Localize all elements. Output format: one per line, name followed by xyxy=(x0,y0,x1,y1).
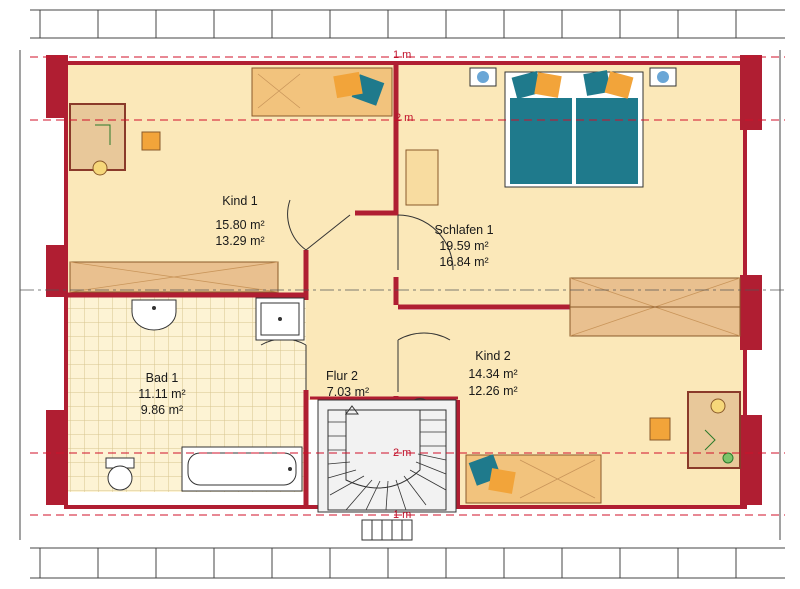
wardrobe-icon xyxy=(569,277,741,337)
flur2-floor xyxy=(306,215,398,400)
toilet-icon xyxy=(105,457,135,491)
svg-text:15.80 m²: 15.80 m² xyxy=(215,218,264,232)
height-label-bottom: 1 m xyxy=(393,509,411,521)
dresser xyxy=(405,149,439,206)
room-label-bad1: Bad 1 11.11 m² 9.86 m² xyxy=(138,371,185,417)
bathtub-icon xyxy=(181,446,303,492)
height-lines xyxy=(30,56,785,516)
roof-grid xyxy=(19,9,785,579)
door-icon xyxy=(260,199,454,405)
room-label-kind2: Kind 2 14.34 m² 12.26 m² xyxy=(468,349,517,398)
nightstand-icon xyxy=(469,67,677,87)
bed-icon xyxy=(504,70,644,188)
svg-text:12.26 m²: 12.26 m² xyxy=(468,384,517,398)
height-label-top: 1 m xyxy=(393,49,411,61)
svg-text:11.11 m²: 11.11 m² xyxy=(138,387,185,401)
room-label-schlafen1: Schlafen 1 19.59 m² 16.84 m² xyxy=(434,223,493,269)
bed-icon xyxy=(465,454,602,504)
svg-text:13.29 m²: 13.29 m² xyxy=(215,234,264,248)
sink-icon xyxy=(131,299,177,331)
height-label-lower: 2 m xyxy=(393,447,411,459)
svg-text:Bad 1: Bad 1 xyxy=(146,371,179,385)
svg-text:Kind 2: Kind 2 xyxy=(475,349,510,363)
svg-text:16.84 m²: 16.84 m² xyxy=(439,255,488,269)
height-label-upper: 2 m xyxy=(395,112,413,124)
svg-text:Schlafen 1: Schlafen 1 xyxy=(434,223,493,237)
staircase-icon xyxy=(317,399,457,541)
desk-icon xyxy=(69,103,161,176)
svg-text:14.34 m²: 14.34 m² xyxy=(468,367,517,381)
shower-icon xyxy=(255,297,305,341)
room-label-flur2: Flur 2 7.03 m² xyxy=(326,369,369,399)
svg-text:9.86 m²: 9.86 m² xyxy=(141,403,183,417)
room-label-kind1: Kind 1 15.80 m² 13.29 m² xyxy=(215,194,264,248)
svg-text:7.03 m²: 7.03 m² xyxy=(327,385,369,399)
svg-text:19.59 m²: 19.59 m² xyxy=(439,239,488,253)
wardrobe-icon xyxy=(69,261,279,293)
desk-icon xyxy=(649,391,741,469)
svg-text:Flur 2: Flur 2 xyxy=(326,369,358,383)
bed-icon xyxy=(251,67,393,117)
svg-text:Kind 1: Kind 1 xyxy=(222,194,257,208)
